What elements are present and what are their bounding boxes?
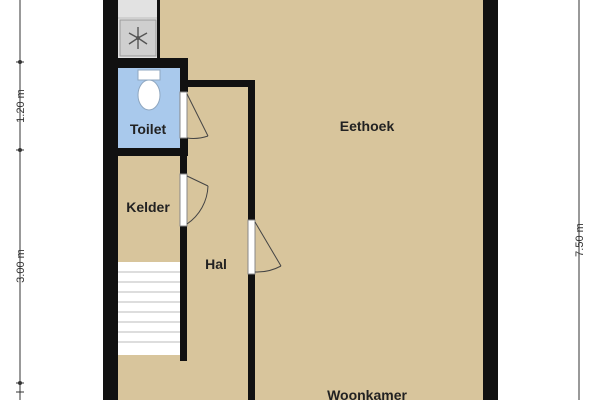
wall-toilet-right-lower	[180, 138, 188, 150]
door-swing-icon	[179, 91, 282, 275]
ventilation-fan-icon	[119, 19, 157, 57]
room-label-hal: Hal	[205, 256, 227, 272]
dimension-ticks-left	[18, 60, 22, 385]
dimension-label-left-mid: 3.00 m	[15, 249, 27, 283]
staircase-icon	[118, 262, 180, 355]
outer-wall-right	[483, 0, 498, 400]
wall-hall-top	[188, 80, 255, 87]
wall-kelder-right-upper	[180, 150, 187, 174]
wall-toilet-kelder	[118, 148, 188, 156]
dimension-label-left-top: 1.20 m	[15, 89, 27, 123]
wall-hall-right-upper	[248, 80, 255, 220]
room-label-woonkamer: Woonkamer	[327, 387, 407, 400]
room-label-eethoek: Eethoek	[340, 118, 395, 134]
toilet-bowl-icon	[137, 69, 161, 111]
walls	[103, 0, 498, 400]
room-label-toilet: Toilet	[130, 121, 167, 137]
outer-wall-left	[103, 0, 118, 400]
room-label-kelder: Kelder	[126, 199, 170, 215]
wall-kitchen-edge	[157, 0, 160, 58]
wall-toilet-top	[118, 58, 188, 68]
wall-toilet-right-upper	[180, 58, 188, 92]
wall-kelder-right-lower	[180, 226, 187, 361]
wall-hall-right-lower	[248, 274, 255, 400]
dimension-label-right: 7.50 m	[574, 223, 586, 257]
